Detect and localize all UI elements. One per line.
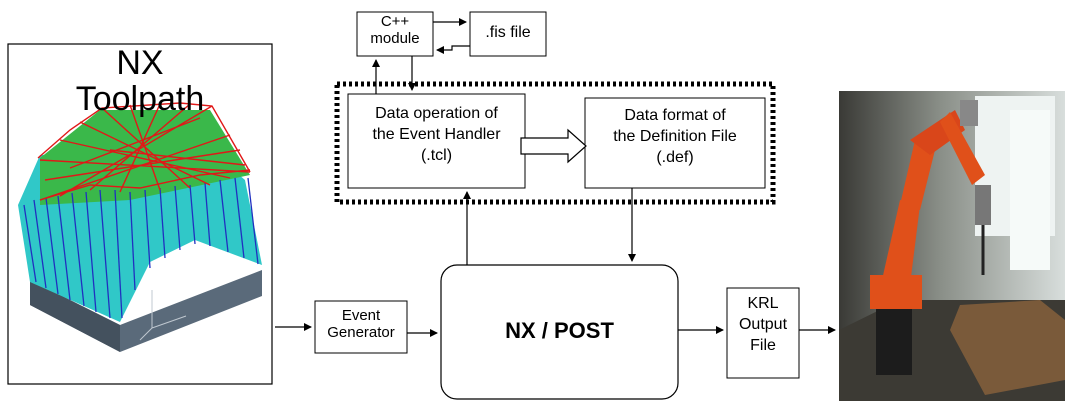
krl-output-label: KRL Output File xyxy=(727,294,799,356)
generator-line1: Event xyxy=(341,307,381,324)
toolpath-illustration xyxy=(18,102,262,352)
generator-line2: Generator xyxy=(327,324,395,342)
definition-line2: the Definition File xyxy=(613,127,737,145)
handler-line3: (.tcl) xyxy=(420,146,453,164)
fis-file-box xyxy=(469,11,547,57)
fis-file-label: .fis file xyxy=(470,24,546,42)
cpp-module-box xyxy=(356,11,434,57)
nx-toolpath-title: NX Toolpath xyxy=(8,44,272,118)
nx-post-label: NX / POST xyxy=(441,318,678,343)
definition-line3: (.def) xyxy=(656,148,694,166)
definition-file-label: Data format of the Definition File (.def… xyxy=(585,106,765,168)
robot-photo xyxy=(839,91,1065,401)
event-handler-box xyxy=(347,93,526,189)
cpp-module-label: C++ module xyxy=(357,13,433,48)
krl-line1: KRL xyxy=(747,295,779,312)
krl-line3: File xyxy=(750,336,776,354)
event-generator-box xyxy=(314,300,408,354)
nx-title-line1: NX xyxy=(116,44,164,82)
data-transfer-block-arrow xyxy=(520,128,587,164)
krl-output-box xyxy=(726,287,800,379)
definition-file-box xyxy=(584,97,766,189)
fis-line1: .fis file xyxy=(485,24,531,41)
nx-toolpath-panel xyxy=(7,43,273,385)
axis-triad-icon xyxy=(139,290,187,341)
nx-post-part1: NX / xyxy=(505,318,554,343)
event-handler-label: Data operation of the Event Handler (.tc… xyxy=(348,104,525,166)
cpp-line1: C++ xyxy=(380,13,410,30)
event-generator-label: Event Generator xyxy=(315,307,407,342)
definition-line1: Data format of xyxy=(624,107,726,124)
cpp-line2: module xyxy=(370,30,420,48)
handler-line1: Data operation of xyxy=(375,105,498,122)
flow-arrows xyxy=(275,18,836,337)
nx-post-part2: POST xyxy=(554,318,614,343)
dotted-processing-container xyxy=(334,81,776,205)
krl-line2: Output xyxy=(738,315,788,333)
toolpath-blue-lines xyxy=(23,177,259,319)
toolpath-red-traces xyxy=(37,102,251,201)
handler-line2: the Event Handler xyxy=(372,125,501,143)
nx-title-line2: Toolpath xyxy=(75,79,205,118)
arrow-fis-to-cpp xyxy=(436,45,470,54)
nx-post-box xyxy=(440,264,679,400)
